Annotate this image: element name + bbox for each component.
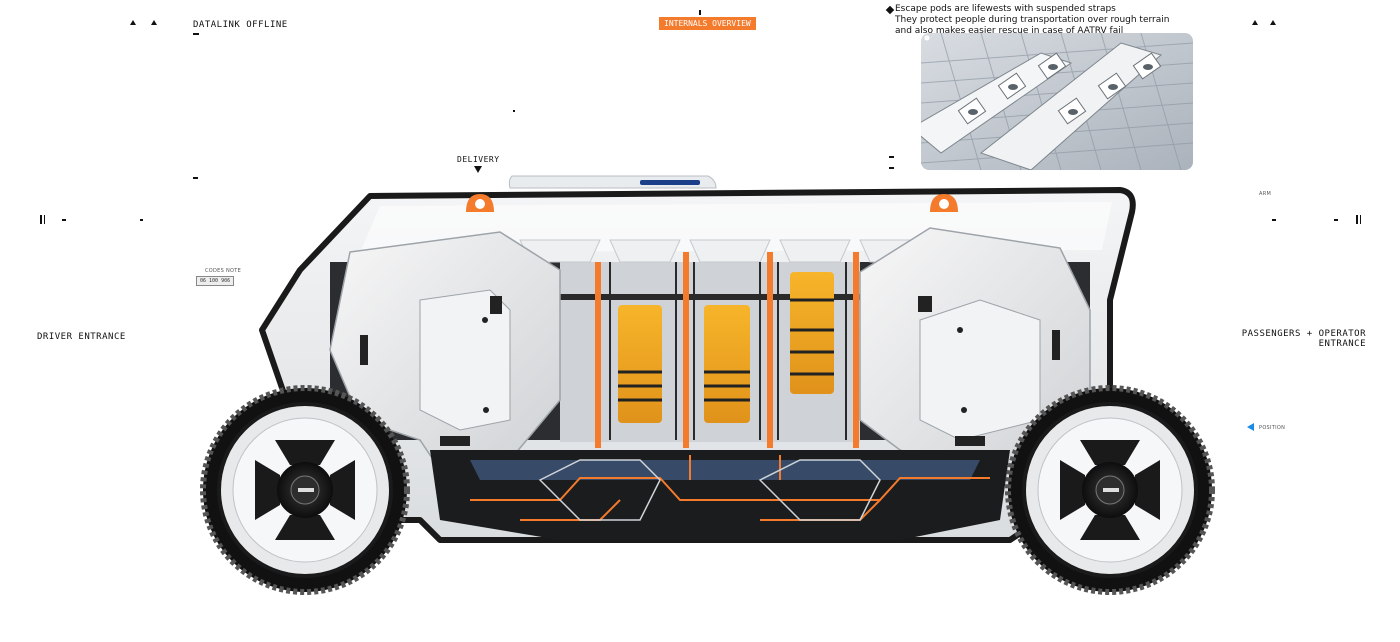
corner-marker-icon — [151, 20, 157, 25]
note-line-2: They protect people during transportatio… — [895, 15, 1170, 25]
hud-tick — [44, 215, 45, 224]
hud-tick — [40, 215, 42, 224]
datalink-status: DATALINK OFFLINE — [193, 20, 288, 30]
code-chip-caption: CODES NOTE — [205, 268, 242, 274]
escape-pod-note: Escape pods are lifewests with suspended… — [895, 4, 1225, 37]
tab-internals-overview[interactable]: INTERNALS OVERVIEW — [659, 17, 756, 30]
hud-tick — [140, 219, 143, 221]
note-line-3: and also makes easier rescue in case of … — [895, 26, 1124, 36]
hud-tick — [1356, 215, 1358, 224]
delivery-label: DELIVERY — [457, 155, 500, 164]
hud-tick — [1334, 219, 1338, 221]
rear-wheel — [1005, 385, 1215, 595]
driver-entrance-label: DRIVER ENTRANCE — [37, 332, 126, 342]
corner-marker-icon — [1270, 20, 1276, 25]
corner-marker-icon — [1252, 20, 1258, 25]
delivery-arrow-icon — [474, 166, 482, 173]
arm-micro-label: ARM — [1259, 191, 1272, 197]
hud-tick — [889, 156, 894, 158]
datalink-underline — [193, 33, 199, 35]
hud-tick — [513, 110, 515, 112]
strap-detail-image — [921, 33, 1193, 170]
hud-tick — [1272, 219, 1276, 221]
position-marker-icon — [1247, 423, 1254, 431]
tab-tick — [699, 10, 701, 15]
escape-pods — [618, 272, 834, 423]
passenger-entrance-line-2: ENTRANCE — [1318, 339, 1366, 349]
corner-marker-icon — [130, 20, 136, 25]
note-line-1: Escape pods are lifewests with suspended… — [895, 4, 1116, 14]
passenger-entrance-label: PASSENGERS + OPERATOR ENTRANCE — [1242, 329, 1366, 349]
hud-tick — [1360, 215, 1361, 224]
hud-tick — [889, 167, 894, 169]
hud-tick — [62, 219, 66, 221]
position-label: POSITION — [1259, 425, 1286, 431]
passenger-entrance-line-1: PASSENGERS + OPERATOR — [1241, 329, 1366, 339]
front-wheel — [200, 385, 410, 595]
code-chip: 06 100 906 — [196, 276, 235, 286]
hud-tick — [193, 177, 198, 179]
